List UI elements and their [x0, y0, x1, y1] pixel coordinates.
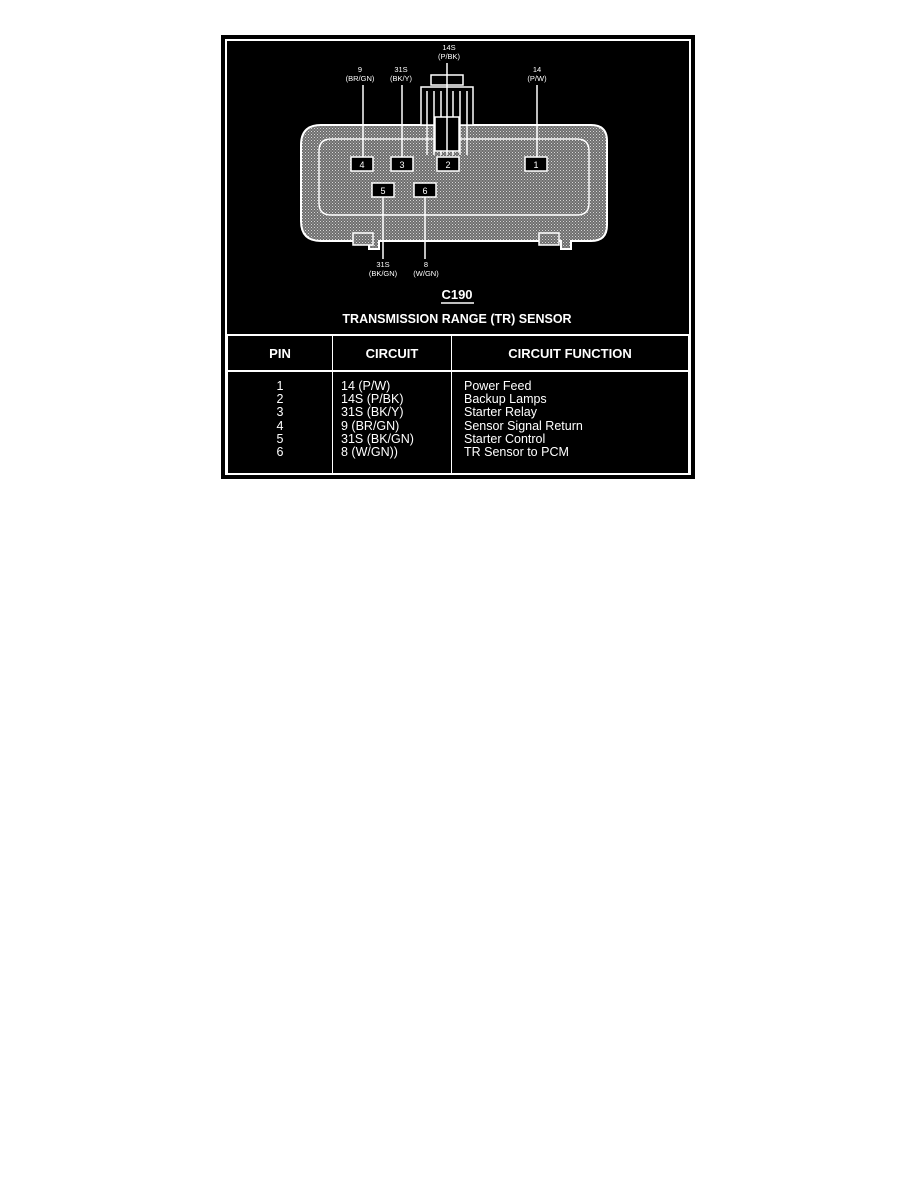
figure-frame: [225, 39, 691, 475]
table-cell: 1: [276, 379, 284, 393]
callout-pin6-color: (W/GN): [413, 269, 439, 278]
header-circuit-function: CIRCUIT FUNCTION: [451, 334, 689, 372]
cavity-1: 1: [524, 156, 548, 172]
table-cell: Starter Control: [464, 431, 546, 446]
callout-lines: [362, 63, 538, 259]
callout-pin5-color: (BK/GN): [369, 269, 398, 278]
cavity-4: 4: [350, 156, 374, 172]
table-cell: 2: [276, 392, 284, 407]
svg-text:2: 2: [445, 160, 450, 170]
callout-pin5-circuit: 31S: [376, 260, 389, 269]
table-cell: 31S (BK/GN): [341, 431, 414, 446]
table-cell: 6: [276, 445, 284, 460]
table-cell: 14S (P/BK): [341, 392, 404, 407]
cavity-3: 3: [390, 156, 414, 172]
table-cell: Backup Lamps: [464, 392, 547, 407]
connector-title: TRANSMISSION RANGE (TR) SENSOR: [342, 312, 571, 326]
table-cell: 8 (W/GN)): [341, 445, 398, 460]
table-header-row: PIN CIRCUIT CIRCUIT FUNCTION: [227, 334, 689, 372]
connector-diagram: 4 3 2 1 5 6 9 (BR/GN) 31S (BK/Y) 14S: [300, 43, 608, 326]
callout-pin2-circuit: 14S: [442, 43, 455, 52]
connector-id: C190: [441, 287, 472, 302]
svg-text:4: 4: [359, 160, 364, 170]
header-pin: PIN: [227, 334, 333, 372]
connector-body: [300, 74, 608, 250]
function-column: Power Feed Backup Lamps Starter Relay Se…: [451, 371, 689, 473]
cavity-6: 6: [413, 182, 437, 198]
callout-pin9-color: (BR/GN): [346, 74, 375, 83]
svg-text:1: 1: [533, 160, 538, 170]
callout-pin9-circuit: 9: [358, 65, 362, 74]
table-body: 1 2 3 4 5 6 14 (P/W) 14S (P/BK) 31S (BK/…: [227, 371, 689, 473]
cavity-5: 5: [371, 182, 395, 198]
callout-pin2-color: (P/BK): [438, 52, 461, 61]
callout-pin3-color: (BK/Y): [390, 74, 413, 83]
table-cell: 3: [276, 405, 284, 420]
svg-text:5: 5: [380, 186, 385, 196]
table-cell: Starter Relay: [464, 405, 537, 420]
table-cell: TR Sensor to PCM: [464, 445, 569, 460]
cavity-2: 2: [436, 156, 460, 172]
circuit-column: 14 (P/W) 14S (P/BK) 31S (BK/Y) 9 (BR/GN)…: [332, 371, 452, 473]
svg-text:6: 6: [422, 186, 427, 196]
callout-pin1-color: (P/W): [527, 74, 547, 83]
pinout-table: PIN CIRCUIT CIRCUIT FUNCTION 1 2 3 4 5 6…: [227, 334, 689, 473]
table-cell: 9 (BR/GN): [341, 418, 400, 433]
callout-pin3-circuit: 31S: [394, 65, 407, 74]
table-cell: 14 (P/W): [341, 379, 391, 393]
pin-column: 1 2 3 4 5 6: [227, 371, 333, 473]
wire-bundle: [420, 74, 474, 155]
table-cell: 5: [276, 431, 284, 446]
table-cell: 31S (BK/Y): [341, 405, 404, 420]
table-cell: 4: [276, 418, 284, 433]
callout-pin1-circuit: 14: [533, 65, 541, 74]
svg-text:3: 3: [399, 160, 404, 170]
table-cell: Sensor Signal Return: [464, 418, 583, 433]
connector-figure: 4 3 2 1 5 6 9 (BR/GN) 31S (BK/Y) 14S: [221, 35, 695, 479]
header-circuit: CIRCUIT: [332, 334, 452, 372]
latch-tab-left: [352, 232, 374, 246]
latch-tab-right: [538, 232, 560, 246]
callout-pin6-circuit: 8: [424, 260, 428, 269]
table-cell: Power Feed: [464, 379, 532, 393]
